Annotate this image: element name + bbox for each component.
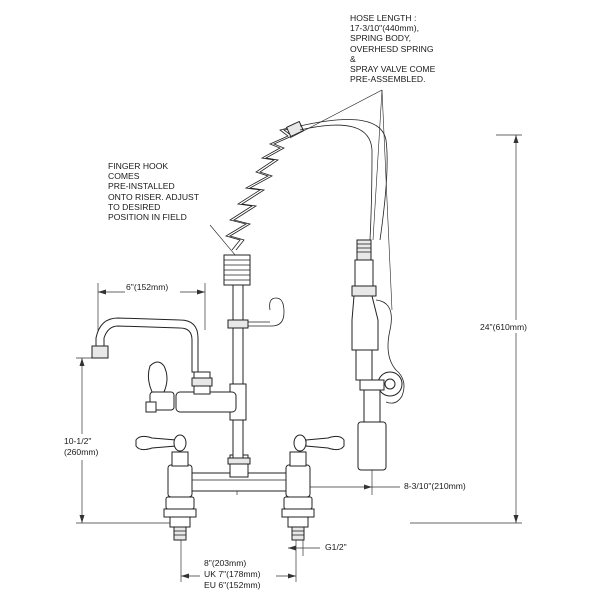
valve-offset-label: 8-3/10"(210mm) xyxy=(404,481,466,491)
center-distance-eu-label: EU 6"(152mm) xyxy=(204,580,261,590)
hose-length-note: HOSE LENGTH : 17-3/10"(440mm), SPRING BO… xyxy=(350,13,436,85)
thread-size-label: G1/2" xyxy=(325,542,347,552)
overall-height-dimension xyxy=(410,134,522,524)
spout-height-dimension xyxy=(76,357,175,524)
spout-height-label: 10-1/2" xyxy=(64,436,92,446)
center-distance-uk-label: UK 7"(178mm) xyxy=(204,569,261,579)
overall-height-label: 24"(610mm) xyxy=(480,322,527,332)
note-leaders xyxy=(209,89,393,311)
faucet-body xyxy=(91,119,405,541)
center-distance-label: 8"(203mm) xyxy=(204,558,247,568)
spout-height-metric-label: (260mm) xyxy=(64,447,99,457)
thread-dimension xyxy=(288,540,320,556)
finger-hook-note: FINGER HOOK COMES PRE-INSTALLED ONTO RIS… xyxy=(108,161,200,223)
spout-reach-label: 6"(152mm) xyxy=(126,282,169,292)
